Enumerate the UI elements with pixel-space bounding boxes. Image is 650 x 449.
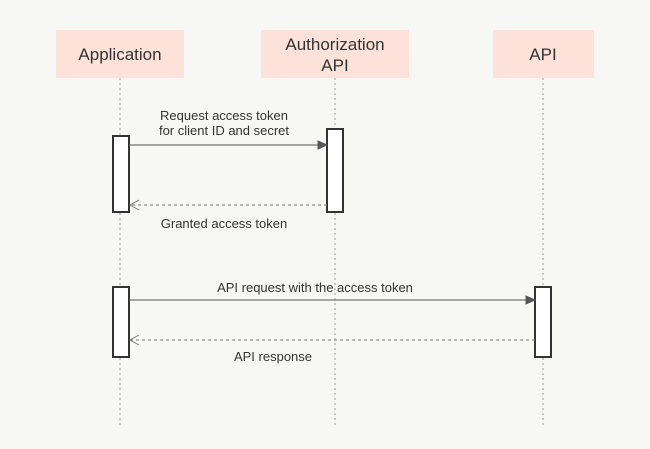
message-api-response-label: API response [234, 349, 312, 364]
participant-authorization-label-line1: Authorization [285, 35, 384, 54]
application-activation-1 [112, 135, 130, 213]
application-activation-2 [112, 286, 130, 358]
message-api-request-label: API request with the access token [217, 280, 413, 295]
participant-api: API [493, 30, 594, 78]
message-granted-token-label: Granted access token [161, 216, 287, 231]
api-activation [534, 286, 552, 358]
arrowhead-open-icon [128, 334, 140, 346]
participant-authorization-label-line2: API [321, 56, 348, 75]
authorization-activation [326, 128, 344, 213]
message-request-token-label-line1: Request access token [160, 108, 288, 123]
participant-api-label: API [529, 45, 556, 64]
message-request-token-label-line2: for client ID and secret [159, 123, 289, 138]
message-api-request: API request with the access token [129, 280, 537, 305]
arrowhead-filled-icon [525, 295, 537, 305]
message-api-response: API response [128, 334, 535, 364]
arrowhead-filled-icon [317, 140, 329, 150]
message-request-token: Request access token for client ID and s… [129, 108, 329, 150]
participant-application-label: Application [78, 45, 161, 64]
participant-authorization-api: Authorization API [261, 30, 409, 78]
participant-application: Application [56, 30, 184, 78]
arrowhead-open-icon [128, 199, 140, 211]
message-granted-token: Granted access token [128, 199, 327, 231]
